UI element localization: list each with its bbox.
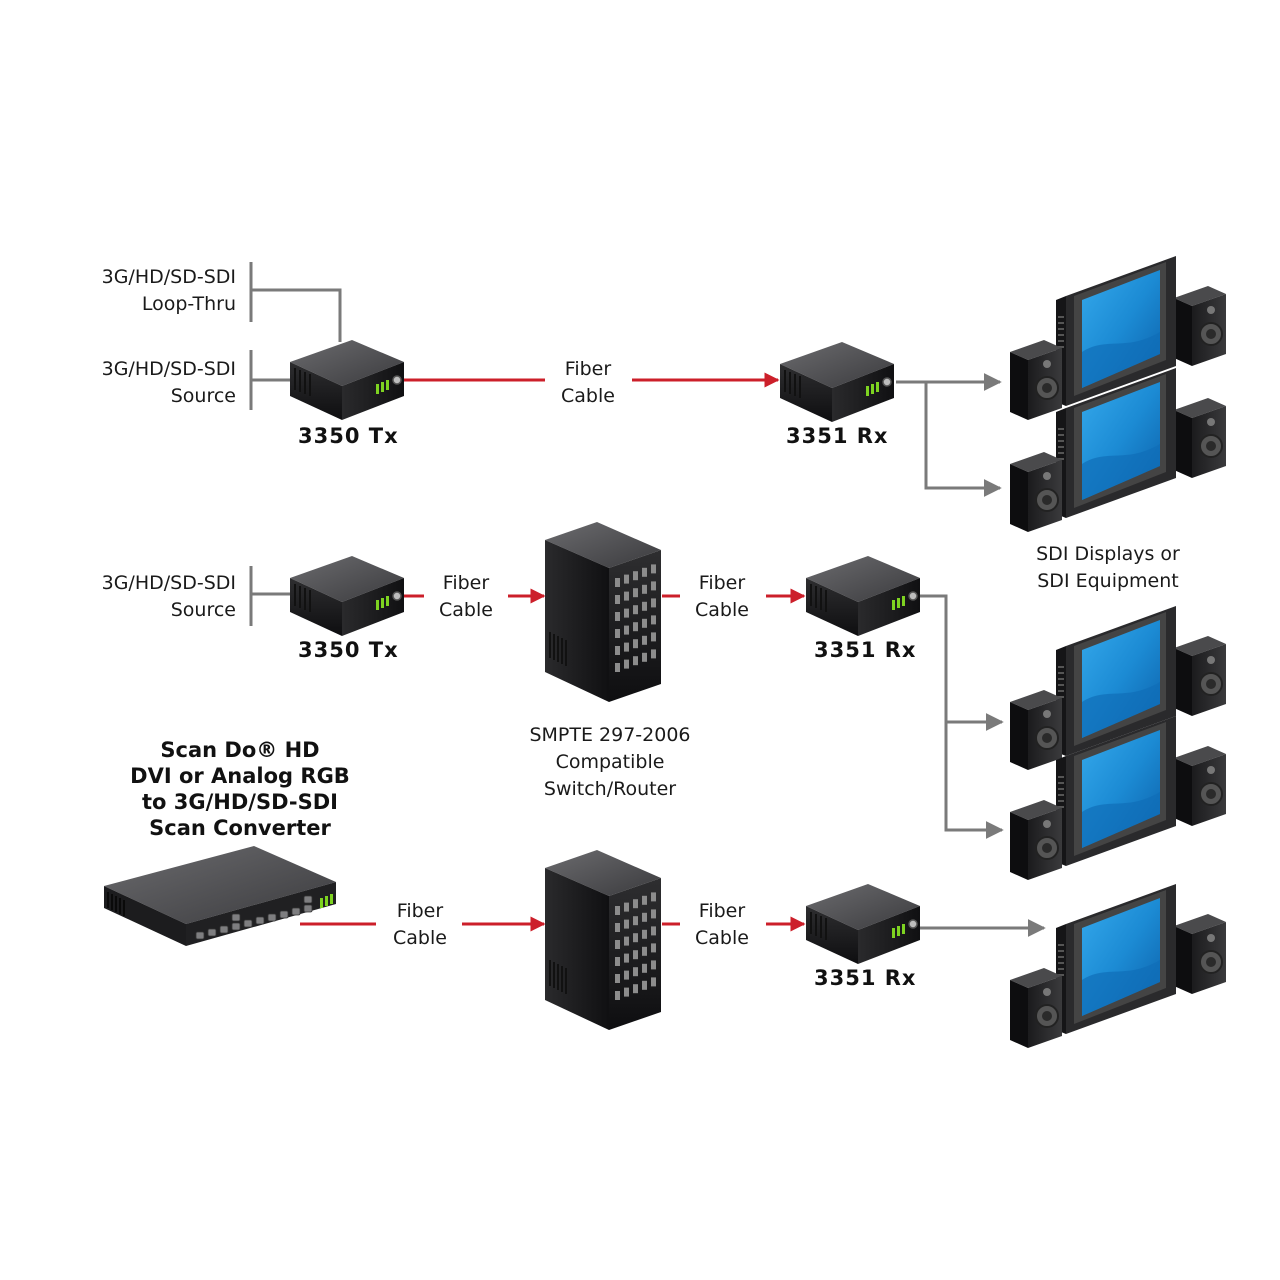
displays-label-line1: SDI Displays or (1036, 543, 1180, 565)
tx-3350-device-icon (289, 339, 405, 421)
rx-model-label: 3351 Rx (814, 638, 917, 662)
rx-3351-device-icon (805, 883, 921, 965)
fiber-label-line1: Fiber (396, 900, 444, 922)
rx-model-label: 3351 Rx (786, 424, 889, 448)
scan-converter-device-icon (103, 845, 337, 947)
source-label-line2: Source (170, 599, 236, 621)
displays-label-line2: SDI Equipment (1037, 570, 1179, 592)
source-label: 3G/HD/SD-SDI Source (60, 356, 236, 410)
router-tower-icon (545, 850, 661, 1030)
fiber-label-line1: Fiber (442, 572, 490, 594)
loopthru-label: 3G/HD/SD-SDI Loop-Thru (60, 264, 236, 318)
tx-3350-device-icon (289, 555, 405, 637)
loopthru-link (251, 288, 342, 342)
fiber-label-line2: Cable (695, 927, 749, 949)
source-label: 3G/HD/SD-SDI Source (60, 570, 236, 624)
tx-model-label: 3350 Tx (298, 424, 399, 448)
fiber-label-line2: Cable (439, 599, 493, 621)
title-line4: Scan Converter (149, 816, 331, 840)
fiber-cable-label: Fiber Cable (674, 898, 770, 952)
fiber-cable-label: Fiber Cable (372, 898, 468, 952)
row1-inputs (249, 262, 342, 410)
monitor-with-speakers-icon (1010, 884, 1226, 1048)
title-line3: to 3G/HD/SD-SDI (141, 790, 338, 814)
source-label-line1: 3G/HD/SD-SDI (101, 358, 236, 380)
displays-label: SDI Displays or SDI Equipment (1020, 541, 1196, 595)
router-label-line1: SMPTE 297-2006 (529, 724, 691, 746)
fiber-label-line1: Fiber (698, 900, 746, 922)
row1-outputs (896, 373, 1002, 497)
output-arrow-2 (924, 382, 1002, 497)
output-arrow-1 (920, 594, 1004, 731)
source-label-line1: 3G/HD/SD-SDI (101, 572, 236, 594)
title-line1: Scan Do® HD (160, 738, 320, 762)
fiber-label-line2: Cable (561, 385, 615, 407)
fiber-cable-label: Fiber Cable (418, 570, 514, 624)
fiber-label-line1: Fiber (698, 572, 746, 594)
tx-model-label: 3350 Tx (298, 638, 399, 662)
row2-outputs (920, 594, 1004, 839)
rx-3351-device-icon (779, 341, 895, 423)
fiber-label-line1: Fiber (564, 358, 612, 380)
rx-model-label: 3351 Rx (814, 966, 917, 990)
source-label-line2: Source (170, 385, 236, 407)
scan-converter-title: Scan Do® HD DVI or Analog RGB to 3G/HD/S… (108, 737, 372, 841)
loopthru-label-line2: Loop-Thru (141, 293, 236, 315)
loopthru-label-line1: 3G/HD/SD-SDI (101, 266, 236, 288)
router-label-line3: Switch/Router (543, 778, 677, 800)
router-label-line2: Compatible (555, 751, 665, 773)
rx-3351-device-icon (805, 555, 921, 637)
output-arrow-2 (944, 722, 1004, 839)
fiber-cable-label: Fiber Cable (540, 356, 636, 410)
fiber-label-line2: Cable (393, 927, 447, 949)
row2-inputs (249, 566, 292, 626)
fiber-cable-label: Fiber Cable (674, 570, 770, 624)
title-line2: DVI or Analog RGB (130, 764, 350, 788)
router-label: SMPTE 297-2006 Compatible Switch/Router (510, 722, 710, 803)
router-tower-icon (545, 522, 661, 702)
fiber-label-line2: Cable (695, 599, 749, 621)
